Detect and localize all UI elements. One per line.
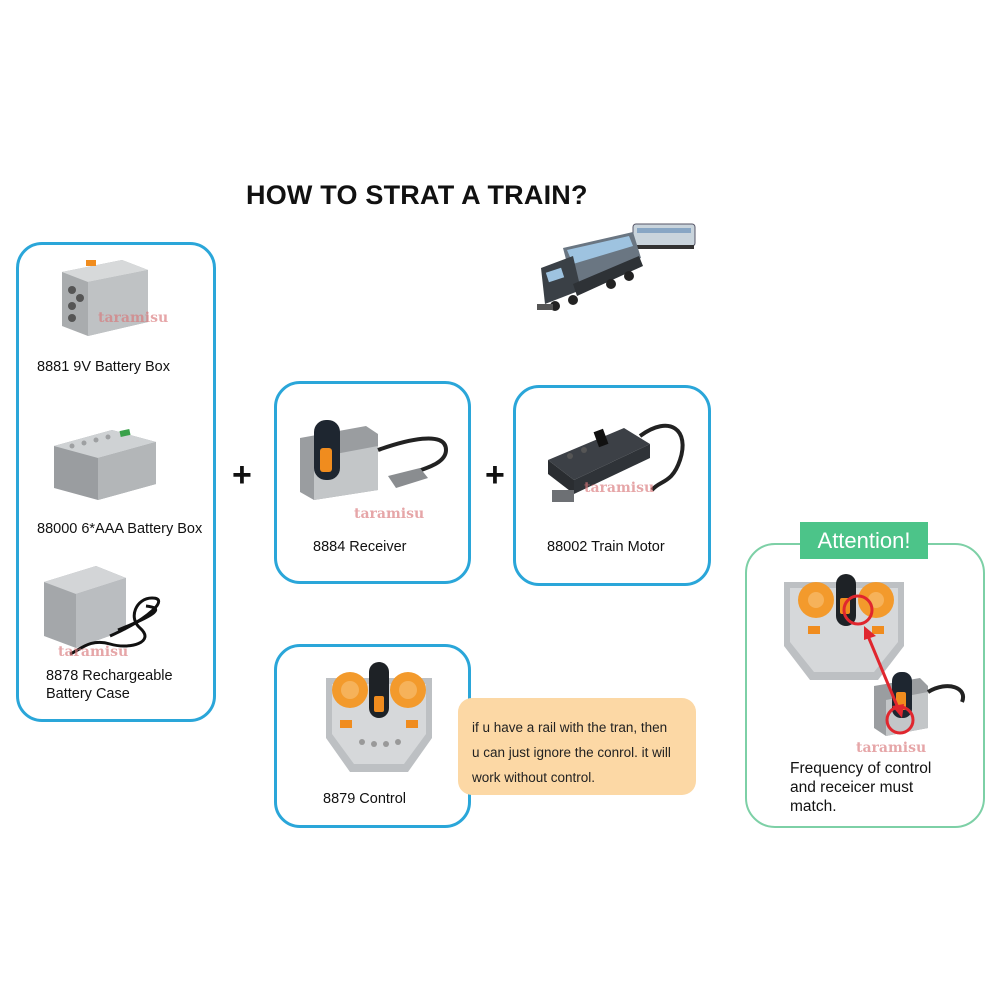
frequency-match-image: taramisu: [784, 574, 966, 756]
attention-line: match.: [790, 798, 837, 815]
product-label-train-motor: 88002 Train Motor: [547, 539, 665, 555]
note-line: work without control.: [472, 770, 596, 785]
attention-line: and receicer must: [790, 779, 914, 796]
battery-box-9v-image: taramisu: [62, 260, 168, 336]
train-image: [537, 223, 696, 311]
plus-sign: +: [485, 456, 505, 494]
note-line: if u have a rail with the tran, then: [472, 720, 668, 735]
note-bubble: if u have a rail with the tran, then u c…: [458, 698, 696, 795]
train-motor-image: taramisu: [548, 423, 685, 502]
attention-badge: Attention!: [800, 522, 928, 559]
attention-line: Frequency of control: [790, 760, 932, 777]
svg-text:taramisu: taramisu: [354, 506, 424, 522]
svg-text:taramisu: taramisu: [856, 740, 926, 756]
plus-sign: +: [232, 456, 252, 494]
watermark-text: taramisu: [98, 310, 168, 326]
attention-text: Frequency of control and receicer must m…: [790, 759, 931, 816]
train-motor-panel: [513, 385, 711, 586]
product-label-control: 8879 Control: [323, 791, 407, 807]
note-line: u can just ignore the conrol. it will: [472, 745, 671, 760]
rechargeable-battery-image: taramisu: [44, 566, 160, 660]
product-label-battery-box-aaa: 88000 6*AAA Battery Box: [37, 521, 203, 537]
remote-control-image: [326, 662, 432, 772]
battery-box-aaa-image: [54, 429, 156, 500]
product-label-rechargeable-line1: 8878 Rechargeable: [46, 668, 173, 684]
product-label-battery-box-9v: 8881 9V Battery Box: [37, 359, 170, 375]
svg-text:taramisu: taramisu: [58, 644, 128, 660]
page-title: HOW TO STRAT A TRAIN?: [246, 180, 588, 210]
receiver-image: taramisu: [300, 420, 449, 522]
product-label-rechargeable-line2: Battery Case: [46, 686, 130, 702]
product-label-receiver: 8884 Receiver: [313, 539, 407, 555]
svg-text:taramisu: taramisu: [584, 480, 654, 496]
